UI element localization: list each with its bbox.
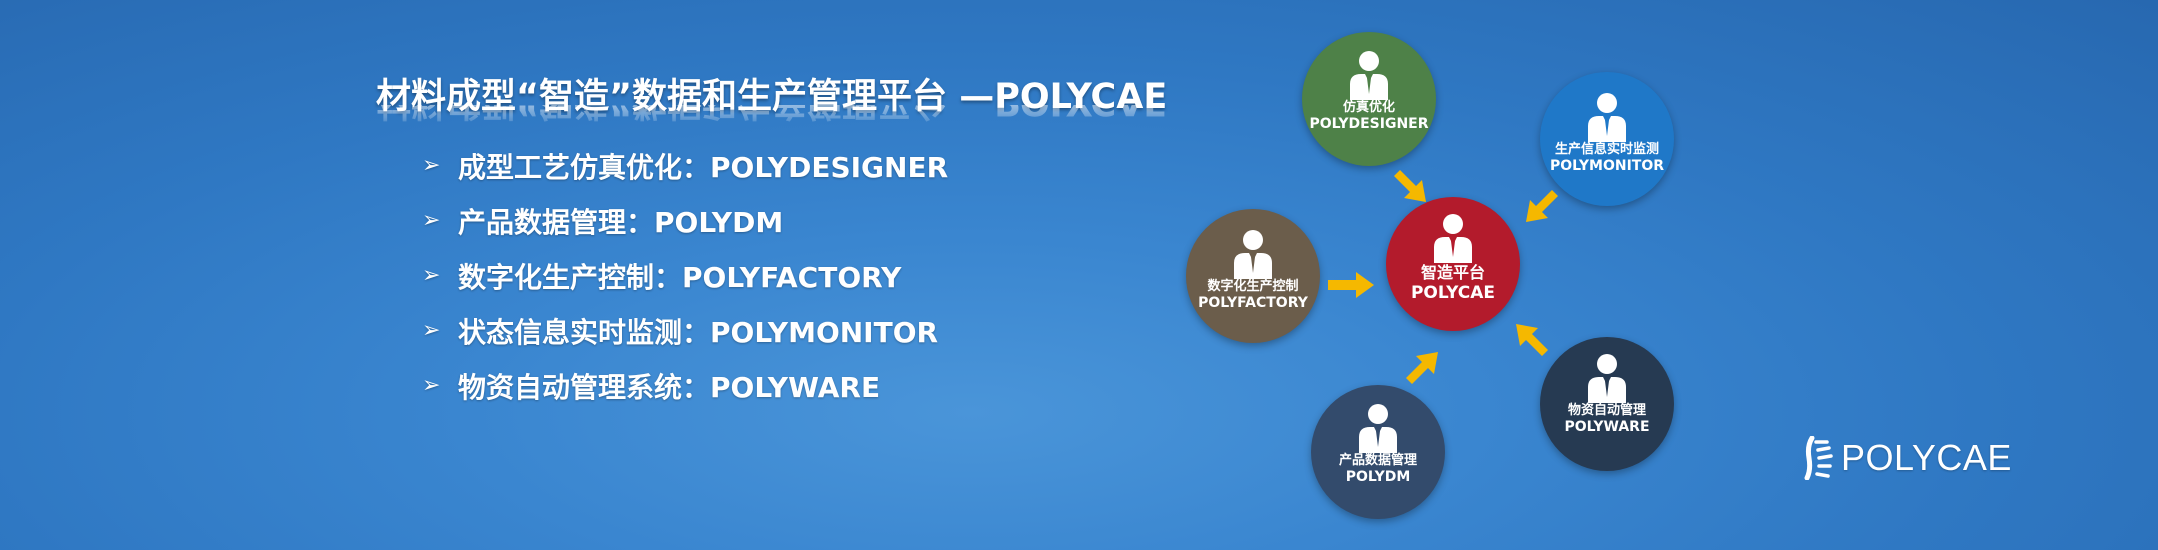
person-in-suit-icon	[1350, 51, 1388, 100]
node-polyware: 物资自动管理 POLYWARE	[1540, 337, 1674, 471]
logo-text: POLYCAE	[1841, 437, 2012, 478]
person-in-suit-icon	[1434, 214, 1472, 263]
person-in-suit-icon	[1359, 404, 1397, 453]
bullet-arrow-icon: ➢	[422, 263, 441, 288]
list-item: ➢ 数字化生产控制：POLYFACTORY	[422, 248, 948, 303]
bullet-arrow-icon: ➢	[422, 373, 441, 398]
page-title: 材料成型“智造”数据和生产管理平台 —POLYCAE	[376, 77, 1168, 117]
feature-list: ➢ 成型工艺仿真优化：POLYDESIGNER ➢ 产品数据管理：POLYDM ➢ 数…	[422, 138, 948, 413]
node-label-zh: 仿真优化	[1342, 100, 1395, 115]
list-item-text: 物资自动管理系统：POLYWARE	[458, 370, 881, 404]
person-in-suit-icon	[1588, 354, 1626, 403]
list-item-text: 状态信息实时监测：POLYMONITOR	[458, 315, 939, 349]
list-item-text: 产品数据管理：POLYDM	[458, 205, 784, 239]
node-label-zh: 产品数据管理	[1338, 453, 1417, 468]
list-item: ➢ 产品数据管理：POLYDM	[422, 193, 948, 248]
list-item: ➢ 状态信息实时监测：POLYMONITOR	[422, 303, 948, 358]
list-item: ➢ 成型工艺仿真优化：POLYDESIGNER	[422, 138, 948, 193]
person-in-suit-icon	[1234, 230, 1272, 279]
arrow-icon	[1394, 170, 1426, 202]
node-center-polycae: 智造平台 POLYCAE	[1386, 197, 1520, 331]
node-label-en: POLYDESIGNER	[1309, 116, 1429, 132]
node-label-zh: 数字化生产控制	[1207, 279, 1299, 294]
arrow-icon	[1516, 324, 1548, 356]
node-label-en: POLYMONITOR	[1549, 158, 1665, 174]
bullet-arrow-icon: ➢	[422, 318, 441, 343]
node-label-en: POLYWARE	[1564, 419, 1650, 435]
arrow-icon	[1328, 272, 1374, 298]
list-item-text: 成型工艺仿真优化：POLYDESIGNER	[458, 150, 949, 184]
node-label-en: POLYDM	[1345, 469, 1411, 485]
node-label-zh: 生产信息实时监测	[1554, 142, 1659, 157]
polycae-logo-icon	[1804, 436, 1833, 480]
node-label-zh: 智造平台	[1420, 263, 1485, 282]
person-in-suit-icon	[1588, 93, 1626, 142]
page-title-reflection: 材料成型“智造”数据和生产管理平台 —POLYCAE	[376, 105, 1167, 131]
node-polydesigner: 仿真优化 POLYDESIGNER	[1302, 32, 1436, 166]
arrow-icon	[1406, 352, 1438, 384]
list-item: ➢ 物资自动管理系统：POLYWARE	[422, 358, 948, 413]
node-label-zh: 物资自动管理	[1567, 403, 1646, 418]
node-label-en: POLYFACTORY	[1198, 295, 1308, 311]
list-item-text: 数字化生产控制：POLYFACTORY	[458, 260, 902, 294]
bullet-arrow-icon: ➢	[422, 208, 441, 233]
node-polymonitor: 生产信息实时监测 POLYMONITOR	[1540, 72, 1674, 206]
arrow-icon	[1526, 190, 1558, 222]
node-label-en: POLYCAE	[1410, 283, 1496, 303]
node-polydm: 产品数据管理 POLYDM	[1311, 385, 1445, 519]
title-block: 材料成型“智造”数据和生产管理平台 —POLYCAE 材料成型“智造”数据和生产…	[376, 68, 1167, 131]
node-polyfactory: 数字化生产控制 POLYFACTORY	[1186, 209, 1320, 343]
brand-logo: POLYCAE	[1803, 436, 2012, 480]
bullet-arrow-icon: ➢	[422, 153, 441, 178]
